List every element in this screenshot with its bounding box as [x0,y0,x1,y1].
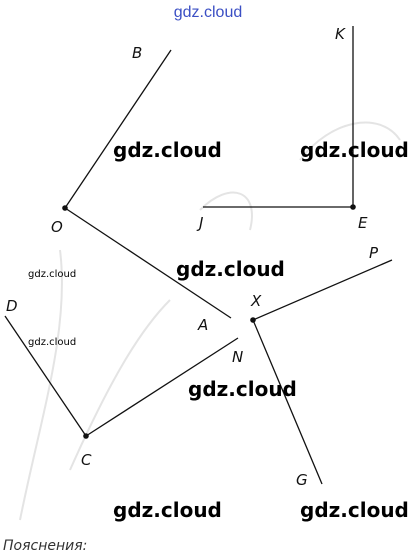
angle-DCN [4,315,239,439]
point-label-O: O [51,218,63,236]
watermark-text: gdz.cloud [113,498,222,522]
watermark-text: gdz.cloud [176,257,285,281]
vertex-X [250,317,256,323]
point-label-G: G [296,471,308,489]
footer-label: Пояснения: [3,538,87,554]
point-label-D: D [6,297,18,315]
ray-CD [4,315,87,437]
vertex-O [62,205,68,211]
ray-CN [85,337,239,437]
point-label-C: C [81,451,92,469]
background-watermark [19,121,401,521]
ray-XG [252,319,323,485]
point-label-A: A [197,316,208,334]
watermark-text: gdz.cloud [300,498,409,522]
point-label-E: E [358,214,368,232]
point-label-N: N [232,348,243,366]
point-label-K: K [335,25,346,43]
ray-OB [64,49,172,209]
angle-PXG [250,259,393,485]
watermark-text-small: gdz.cloud [28,269,76,280]
ray-XP [252,259,393,321]
header-logo[interactable]: gdz.cloud [174,4,243,21]
angle-KEJ [203,26,356,210]
watermark-text: gdz.cloud [188,377,297,401]
point-label-X: X [250,292,262,310]
vertex-E [350,204,356,210]
watermark-text-small: gdz.cloud [28,337,76,348]
watermark-text: gdz.cloud [300,138,409,162]
point-label-J: J [196,214,203,232]
point-label-P: P [369,244,379,262]
point-label-B: B [132,44,142,62]
angle-BOA [62,49,232,319]
ray-OA [64,207,232,319]
vertex-C [83,433,89,439]
watermark-text: gdz.cloud [113,138,222,162]
